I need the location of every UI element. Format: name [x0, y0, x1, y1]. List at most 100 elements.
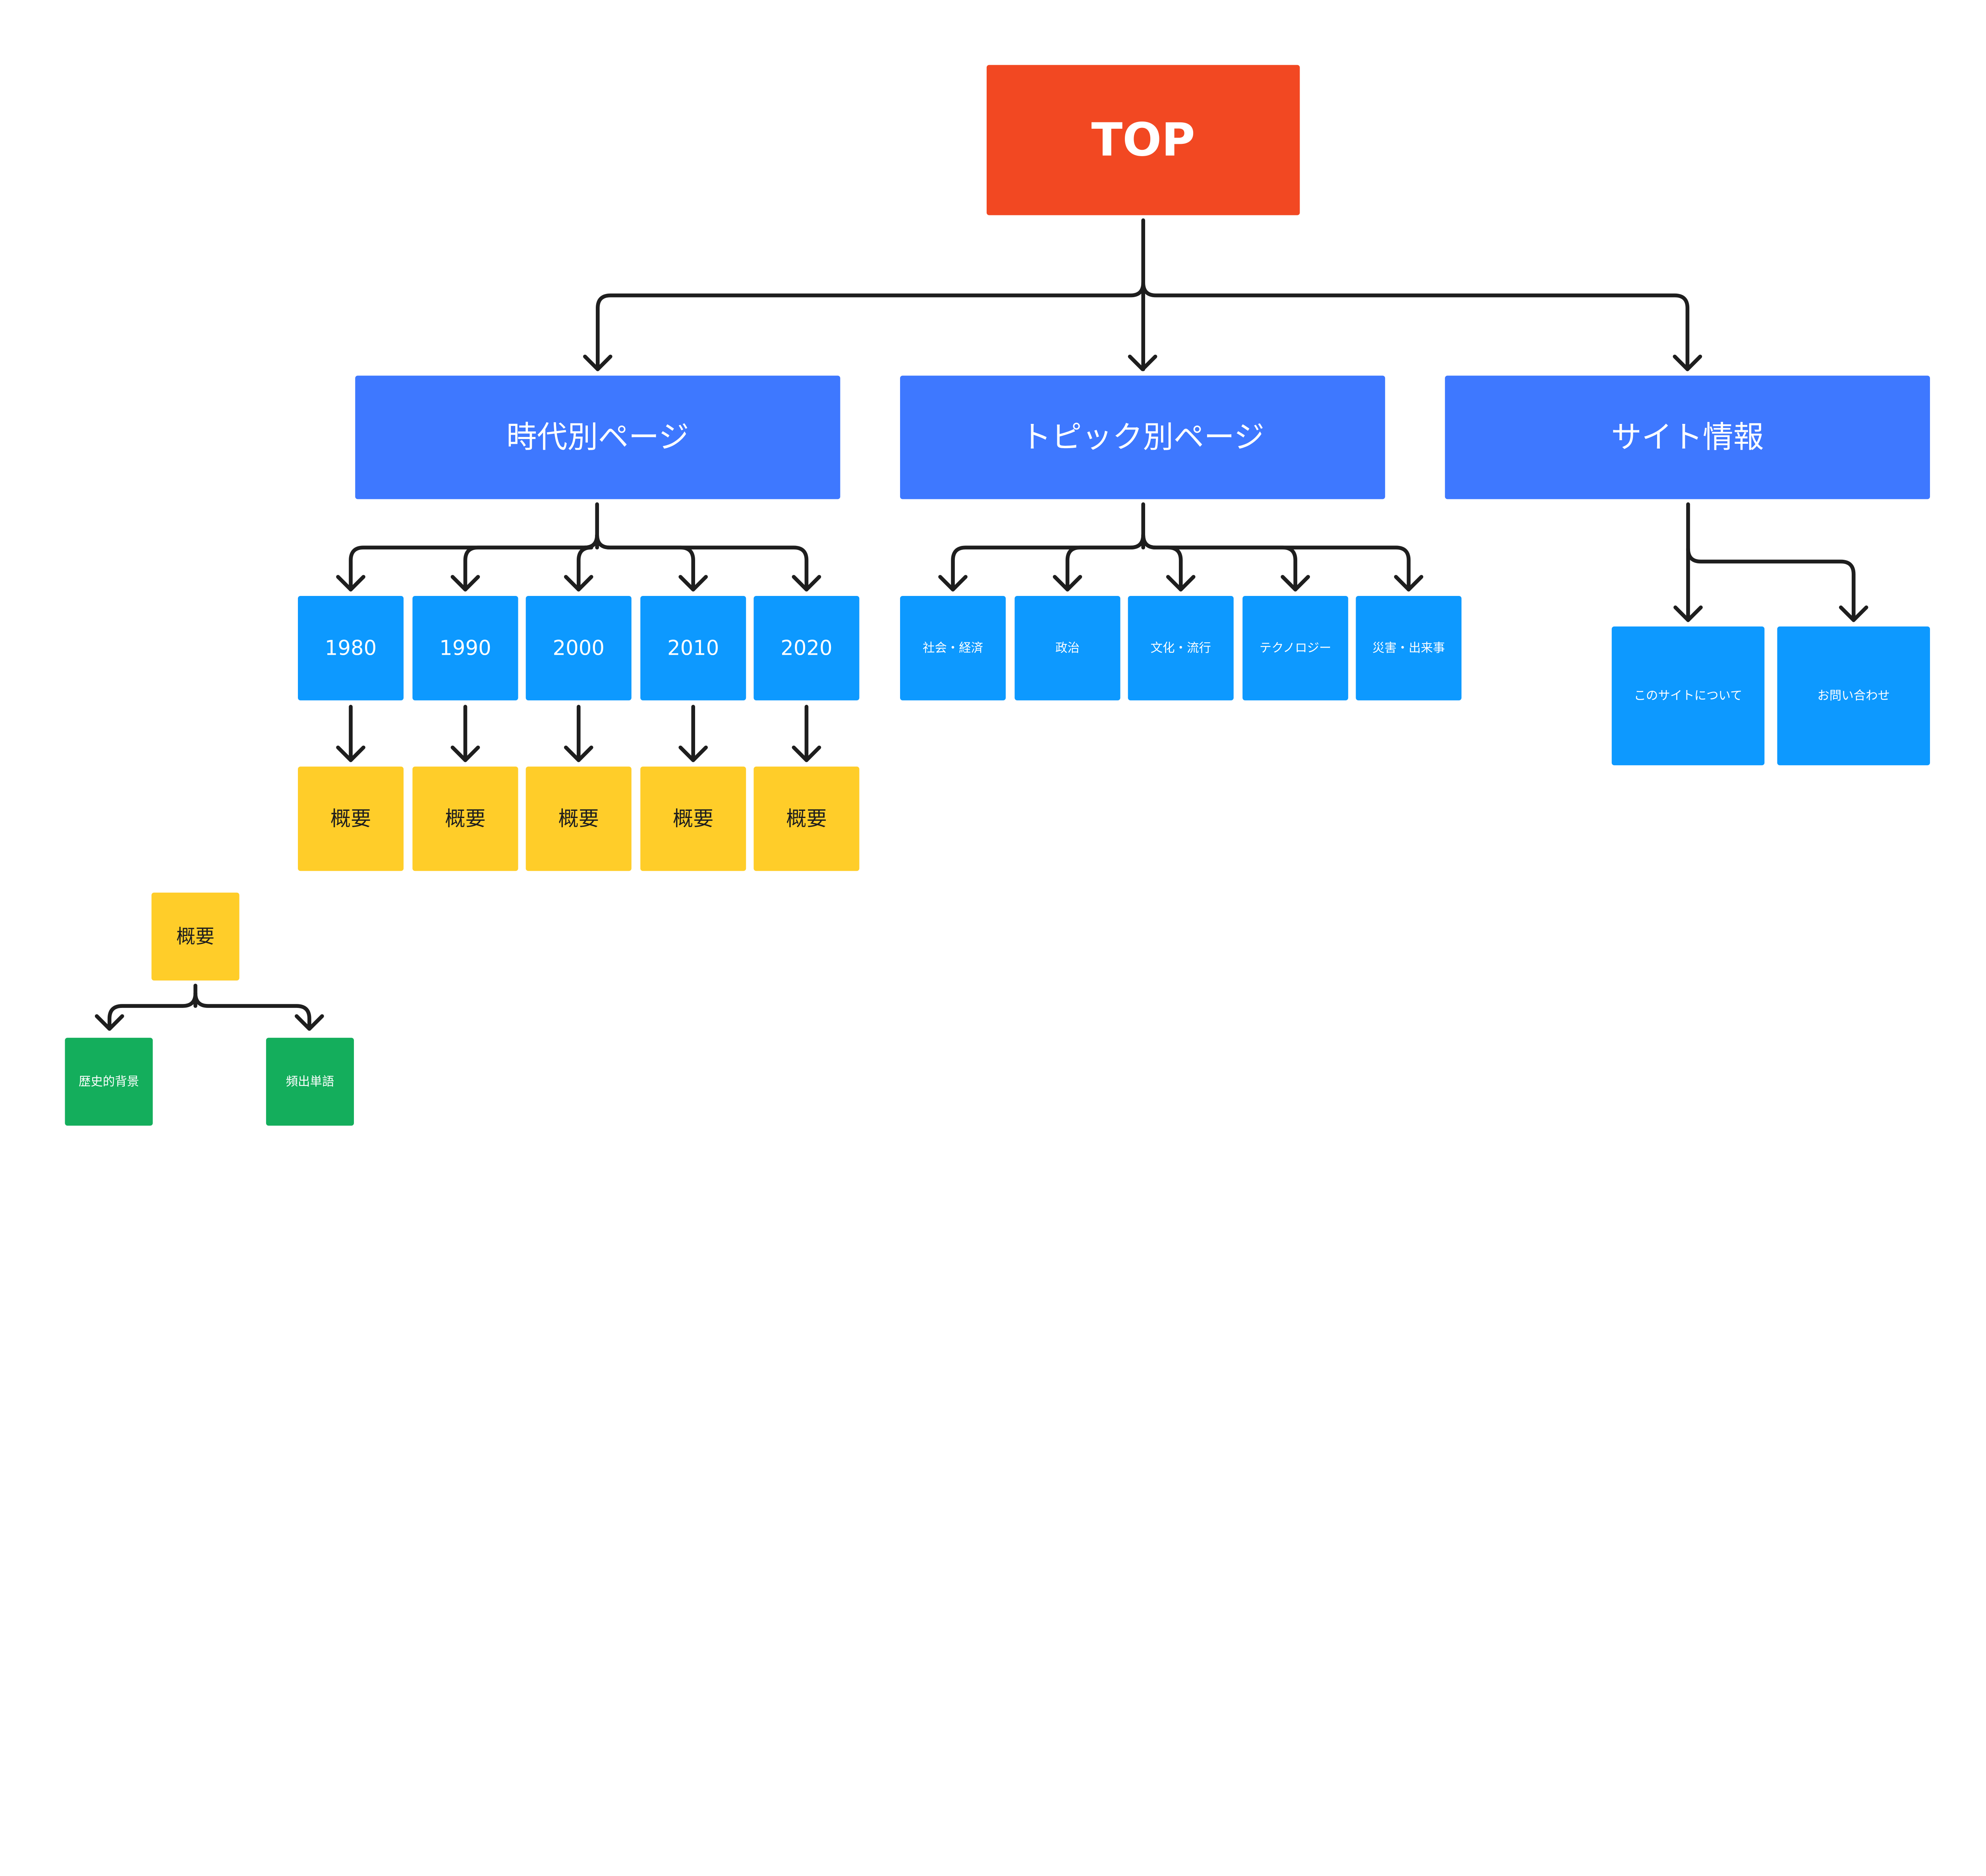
- section-node[interactable]: トピック別ページ: [900, 375, 1385, 499]
- era-page-node-box: [525, 596, 632, 700]
- era-page-node[interactable]: 2010: [640, 596, 746, 700]
- legend-connector-arrowhead-icon: [95, 1014, 124, 1031]
- top-connector-edge: [1141, 280, 1690, 371]
- summary-node[interactable]: 概要: [298, 766, 404, 871]
- era-page-node[interactable]: 1990: [412, 596, 518, 700]
- era-connector-edge: [595, 533, 809, 592]
- topic-page-node-label: 政治: [1055, 641, 1080, 655]
- section-node-label: 時代別ページ: [506, 420, 689, 455]
- section-node[interactable]: 時代別ページ: [355, 375, 840, 499]
- topic-page-node-label: 文化・流行: [1151, 641, 1211, 655]
- summary-node[interactable]: 概要: [412, 766, 518, 871]
- era-page-node-label: 1980: [325, 636, 377, 660]
- era-summary-arrowhead-icon: [792, 745, 821, 762]
- topic-connector-edge: [1141, 533, 1298, 592]
- topic-connector-arrowhead-icon: [1281, 575, 1310, 592]
- topic-page-node[interactable]: 災害・出来事: [1356, 596, 1462, 700]
- era-page-node-box: [412, 596, 518, 700]
- era-page-node[interactable]: 1980: [298, 596, 404, 700]
- topic-page-node-label: 災害・出来事: [1372, 641, 1445, 655]
- topic-connector-arrowhead-icon: [938, 575, 968, 592]
- era-page-node-box: [640, 596, 746, 700]
- topic-connector-arrowhead-icon: [1394, 575, 1424, 592]
- detail-node[interactable]: 歴史的背景: [65, 1038, 153, 1126]
- connectors: [95, 218, 1868, 1031]
- top-node-label: TOP: [1092, 114, 1195, 167]
- era-page-node-label: 2000: [553, 636, 604, 660]
- era-page-node-label: 2020: [780, 636, 832, 660]
- topic-page-node[interactable]: テクノロジー: [1242, 596, 1348, 700]
- top-node[interactable]: TOP: [986, 65, 1300, 215]
- summary-node-box: [640, 766, 746, 871]
- topic-connector-edge: [1065, 533, 1146, 592]
- site-connector-arrowhead-icon: [1839, 605, 1868, 622]
- legend-summary-node[interactable]: 概要: [151, 892, 240, 981]
- era-summary-arrowhead-icon: [564, 745, 593, 762]
- nodes: TOP 時代別ページ トピック別ページ サイト情報 1980 概要 1990 概要 2000 概要…: [65, 65, 1930, 1126]
- era-connector-arrowhead-icon: [792, 575, 821, 592]
- era-connector-arrowhead-icon: [336, 575, 365, 592]
- site-page-node-box: [1611, 626, 1765, 766]
- summary-node-label: 概要: [558, 807, 599, 831]
- topic-page-node[interactable]: 社会・経済: [900, 596, 1006, 700]
- era-summary-arrowhead-icon: [336, 745, 365, 762]
- sitemap-diagram: TOP 時代別ページ トピック別ページ サイト情報 1980 概要 1990 概要 2000 概要…: [65, 65, 1930, 1126]
- era-summary-arrowhead-icon: [678, 745, 708, 762]
- era-page-node-box: [298, 596, 404, 700]
- summary-node[interactable]: 概要: [525, 766, 632, 871]
- site-page-node-label: お問い合わせ: [1817, 689, 1890, 703]
- detail-node[interactable]: 頻出単語: [266, 1038, 354, 1126]
- era-connector-arrowhead-icon: [678, 575, 708, 592]
- legend-connector-edge: [193, 991, 311, 1031]
- topic-page-node-box: [1014, 596, 1121, 700]
- section-node[interactable]: サイト情報: [1445, 375, 1930, 499]
- top-connector-edge: [595, 280, 1146, 371]
- era-page-node[interactable]: 2020: [753, 596, 860, 700]
- section-node-label: サイト情報: [1611, 420, 1764, 455]
- top-connector-arrowhead-icon: [583, 354, 612, 371]
- site-page-node[interactable]: このサイトについて: [1611, 626, 1765, 766]
- top-connector-arrowhead-icon: [1128, 354, 1157, 371]
- summary-node-box: [753, 766, 860, 871]
- summary-node[interactable]: 概要: [753, 766, 860, 871]
- era-page-node-box: [753, 596, 860, 700]
- topic-page-node-box: [1242, 596, 1348, 700]
- section-node-box: [1445, 375, 1930, 499]
- section-node-label: トピック別ページ: [1021, 420, 1265, 455]
- topic-connector-arrowhead-icon: [1053, 575, 1082, 592]
- summary-node-label: 概要: [673, 807, 714, 831]
- topic-page-node-box: [1356, 596, 1462, 700]
- site-connector-edge: [1686, 547, 1856, 622]
- summary-node-label: 概要: [330, 807, 371, 831]
- site-page-node[interactable]: お問い合わせ: [1777, 626, 1930, 766]
- detail-node-box: [266, 1038, 354, 1126]
- site-connector-arrowhead-icon: [1673, 605, 1703, 622]
- legend-summary-node-label: 概要: [176, 925, 214, 948]
- topic-page-node-label: テクノロジー: [1260, 641, 1331, 655]
- era-page-node-label: 2010: [667, 636, 719, 660]
- topic-page-node[interactable]: 文化・流行: [1128, 596, 1234, 700]
- summary-node-box: [412, 766, 518, 871]
- detail-node-label: 歴史的背景: [79, 1075, 139, 1089]
- summary-node-box: [525, 766, 632, 871]
- era-connector-arrowhead-icon: [450, 575, 480, 592]
- era-connector-edge: [595, 533, 695, 592]
- era-page-node[interactable]: 2000: [525, 596, 632, 700]
- topic-connector-arrowhead-icon: [1166, 575, 1196, 592]
- legend-connector-arrowhead-icon: [294, 1014, 324, 1031]
- top-node-box: [986, 65, 1300, 215]
- era-connector-arrowhead-icon: [564, 575, 593, 592]
- topic-page-node[interactable]: 政治: [1014, 596, 1121, 700]
- section-node-box: [900, 375, 1385, 499]
- topic-page-node-box: [900, 596, 1006, 700]
- detail-node-label: 頻出単語: [286, 1075, 334, 1089]
- site-page-node-label: このサイトについて: [1634, 689, 1742, 703]
- summary-node[interactable]: 概要: [640, 766, 746, 871]
- era-connector-edge: [576, 533, 599, 592]
- era-summary-arrowhead-icon: [450, 745, 480, 762]
- legend-connector-edge: [107, 991, 197, 1031]
- topic-page-node-box: [1128, 596, 1234, 700]
- summary-node-box: [298, 766, 404, 871]
- summary-node-label: 概要: [786, 807, 827, 831]
- era-page-node-label: 1990: [439, 636, 491, 660]
